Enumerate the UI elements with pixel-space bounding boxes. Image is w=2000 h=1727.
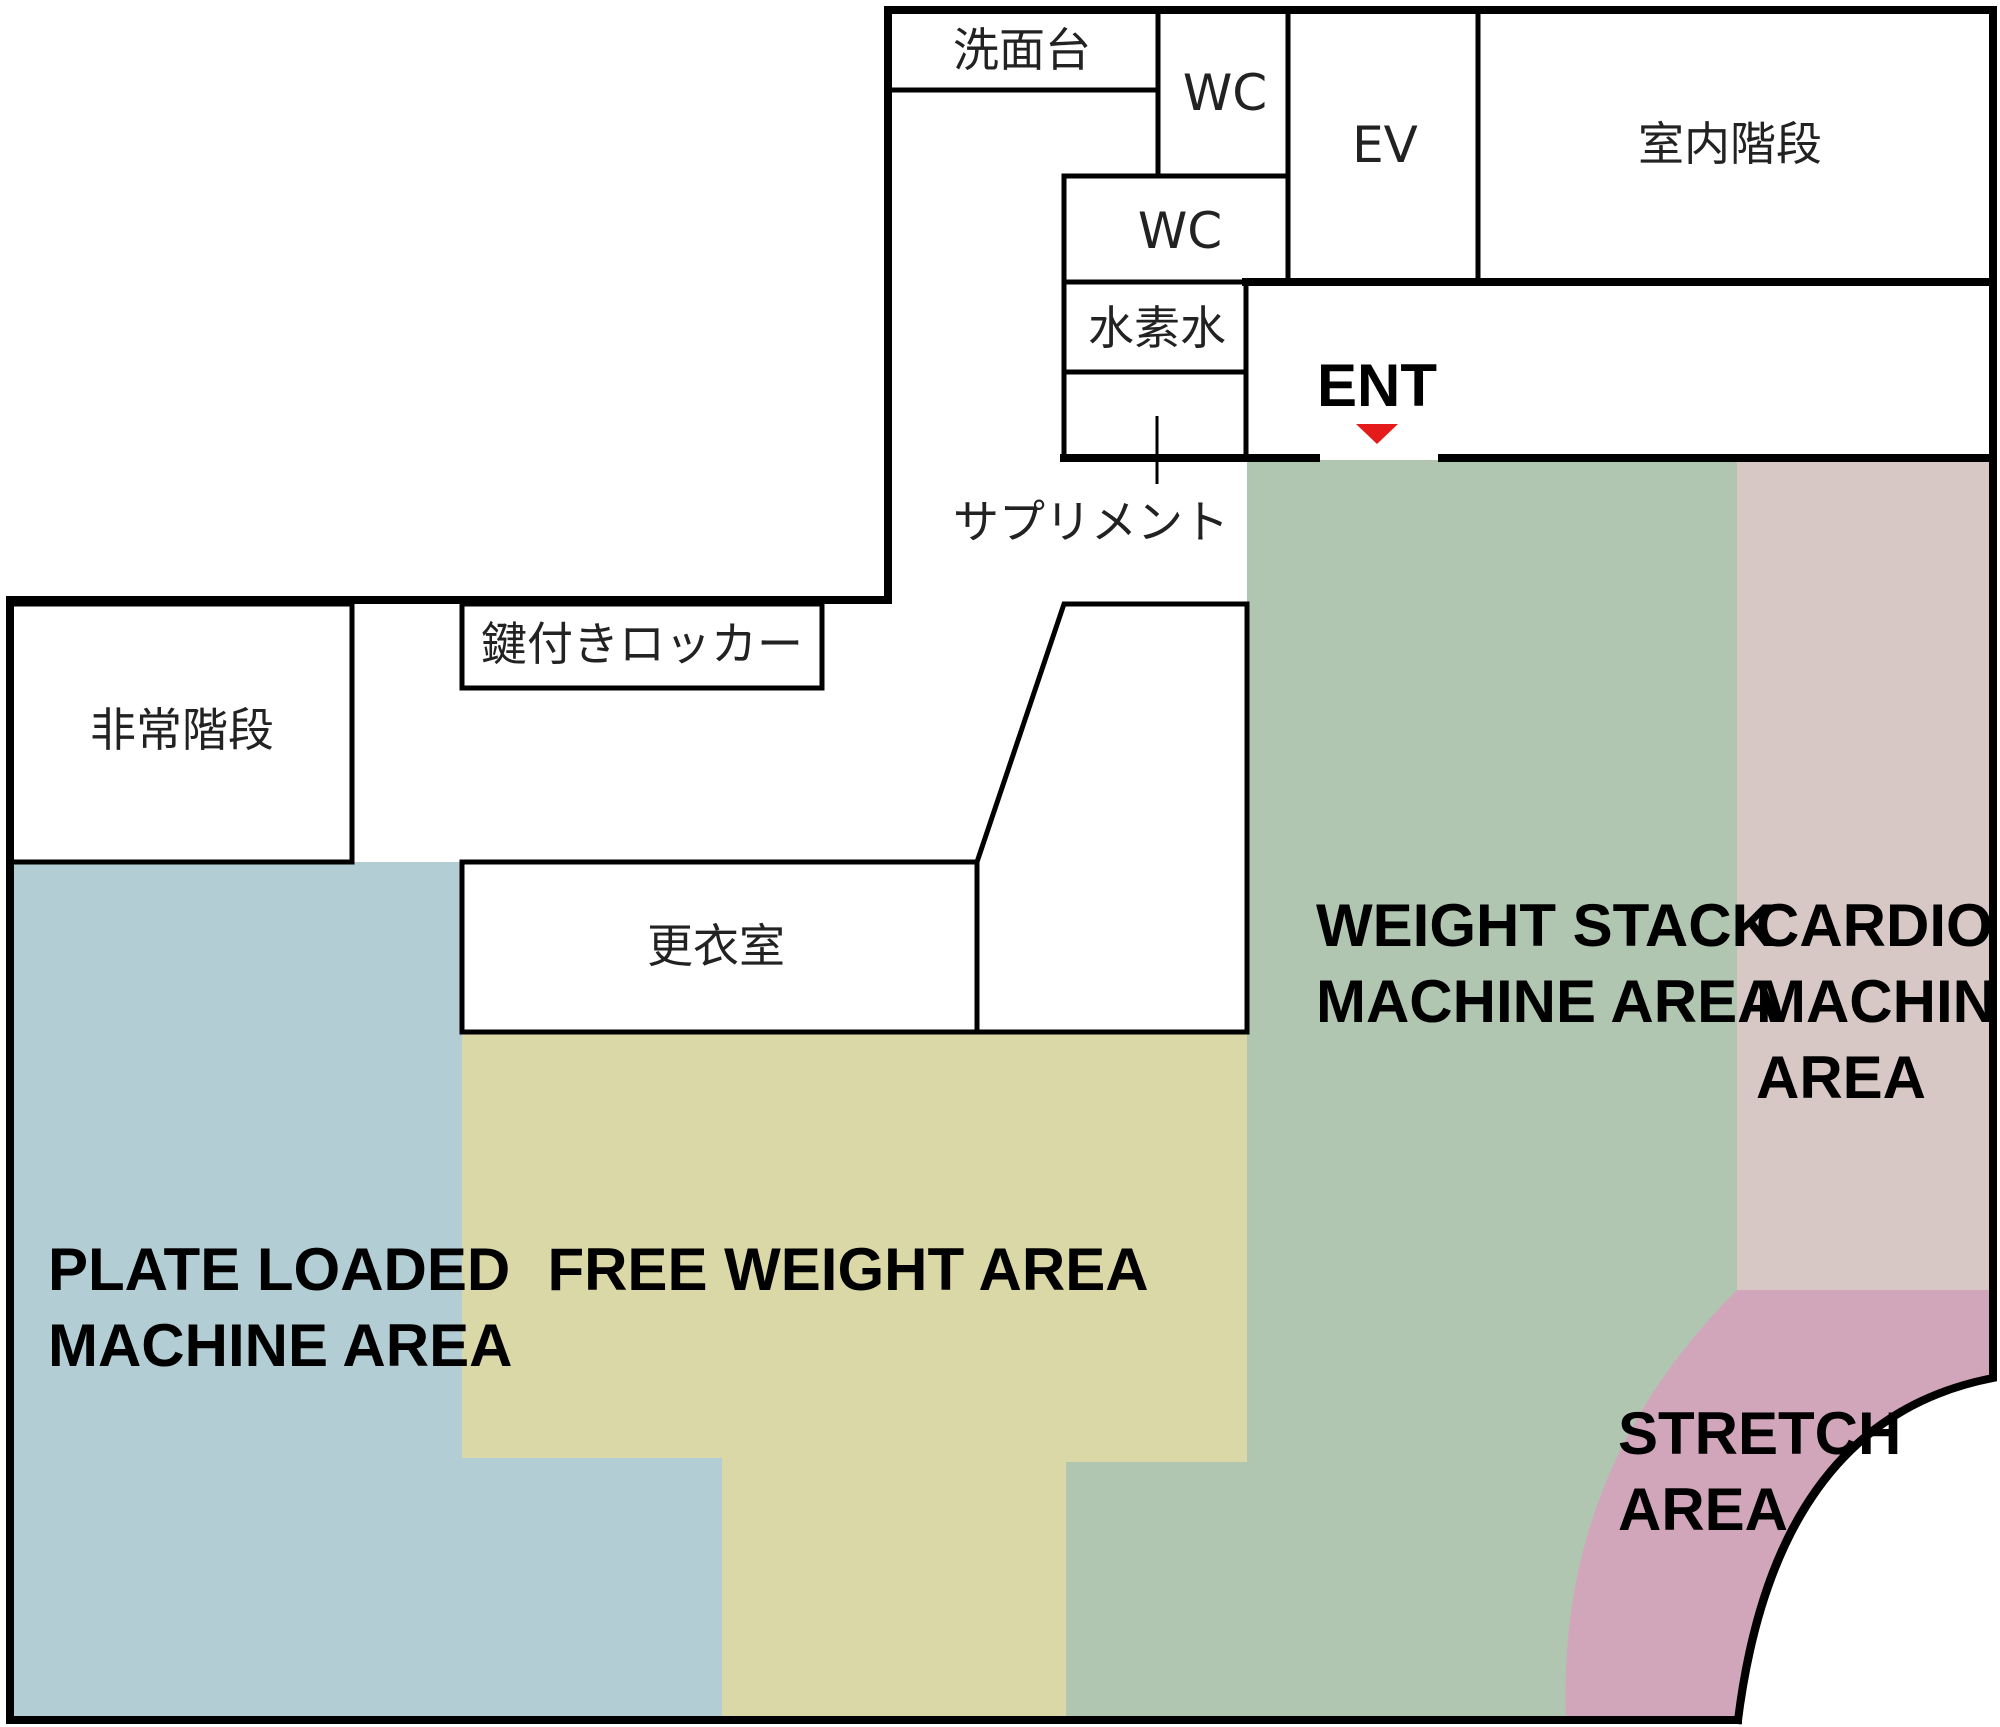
indoor-stairs-label: 室内階段: [1638, 117, 1822, 171]
rooms: [7, 7, 1996, 1035]
area-labels: PLATE LOADED MACHINE AREA FREE WEIGHT AR…: [48, 892, 2000, 1543]
weight-stack-label-line2: MACHINE AREA: [1316, 968, 1780, 1035]
ev-label: EV: [1352, 116, 1418, 174]
plate-loaded-zone[interactable]: [10, 862, 722, 1720]
changing-room[interactable]: [459, 859, 980, 1035]
walls: [6, 6, 1997, 1725]
wc-lower-label: WC: [1138, 202, 1222, 260]
entrance-marker-icon: [1356, 424, 1398, 444]
stretch-label-line1: STRETCH: [1618, 1400, 1901, 1467]
stretch-zone[interactable]: [1565, 1290, 1993, 1720]
supplements-label: サプリメント: [953, 495, 1229, 549]
entrance-label: ENT: [1317, 352, 1437, 419]
ev-room[interactable]: [1285, 7, 1481, 285]
storage-room: [974, 601, 1250, 1035]
weight-stack-label-line1: WEIGHT STACK: [1316, 892, 1775, 959]
wc-lower-room[interactable]: [1061, 173, 1291, 285]
free-weight-label: FREE WEIGHT AREA: [547, 1236, 1148, 1303]
curved-corner-wall: [1733, 456, 1997, 1725]
free-weight-zone[interactable]: [462, 1032, 1247, 1720]
room-labels: 洗面台 WC EV 室内階段 WC 水素水 サプリメント 鍵付きロッカー 非常階…: [90, 23, 1822, 973]
hydrogen-water-label: 水素水: [1088, 301, 1226, 355]
stretch-label-line2: AREA: [1618, 1476, 1788, 1543]
supplements-room[interactable]: [1061, 369, 1249, 461]
changing-room-label: 更衣室: [647, 919, 785, 973]
cardio-zone[interactable]: [1737, 460, 1993, 1290]
plate-loaded-label-line1: PLATE LOADED: [48, 1236, 510, 1303]
upper-outer-wall: [884, 6, 1997, 462]
hydrogen-water-room[interactable]: [1061, 279, 1249, 375]
washbasin-label: 洗面台: [953, 23, 1091, 77]
plate-loaded-label-line2: MACHINE AREA: [48, 1312, 512, 1379]
cardio-label-line3: AREA: [1756, 1044, 1926, 1111]
cardio-label-line2: MACHINE: [1756, 968, 2000, 1035]
cardio-label-line1: CARDIO: [1756, 892, 1993, 959]
wc-upper-label: WC: [1183, 64, 1267, 122]
weight-stack-zone[interactable]: [1066, 460, 1737, 1720]
zones: [10, 460, 1993, 1720]
lockers-label: 鍵付きロッカー: [481, 617, 803, 671]
wc-upper-room[interactable]: [1155, 7, 1291, 179]
outer-wall: [6, 86, 1742, 1724]
emergency-stairs-label: 非常階段: [90, 703, 274, 757]
